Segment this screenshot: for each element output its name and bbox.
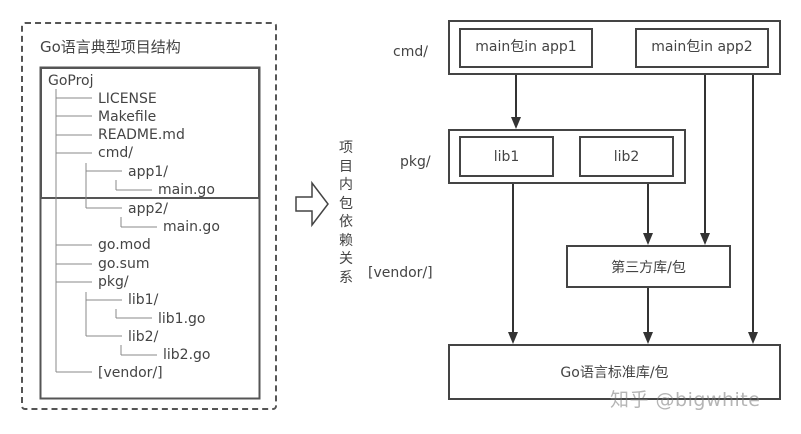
box-third-party: 第三方库/包 xyxy=(566,245,731,288)
tree-item-cmd: cmd/ xyxy=(98,145,133,161)
box-app2-label: main包in app2 xyxy=(651,39,753,55)
box-lib1: lib1 xyxy=(459,136,554,177)
layer-label-cmd: cmd/ xyxy=(393,44,428,60)
box-app1-label: main包in app1 xyxy=(475,39,577,55)
vlabel-char: 目 xyxy=(339,158,353,175)
vlabel-char: 依 xyxy=(339,214,353,230)
tree-item-gomod: go.mod xyxy=(98,237,151,253)
arrowhead xyxy=(643,233,653,245)
box-stdlib-label: Go语言标准库/包 xyxy=(560,365,669,381)
tree-item-lib2: lib2/ xyxy=(128,329,159,345)
tree-item-app2-main: main.go xyxy=(163,219,220,235)
project-structure-title: Go语言典型项目结构 xyxy=(40,38,181,56)
tree-item-gosum: go.sum xyxy=(98,256,150,272)
layer-label-vendor: [vendor/] xyxy=(368,265,433,281)
box-third-party-label: 第三方库/包 xyxy=(611,259,686,276)
box-app2: main包in app2 xyxy=(635,28,769,68)
dependency-vertical-label: 项 目 内 包 依 赖 关 系 xyxy=(338,139,354,287)
tree-item-vendor: [vendor/] xyxy=(98,365,163,381)
vlabel-char: 内 xyxy=(339,177,353,193)
tree-item-lib2-go: lib2.go xyxy=(163,347,211,363)
vlabel-char: 项 xyxy=(339,140,353,156)
tree-item-lib1: lib1/ xyxy=(128,292,159,308)
arrowhead xyxy=(748,332,758,344)
watermark: 知乎 @bigwhite xyxy=(610,389,761,411)
arrowhead xyxy=(508,332,518,344)
tree-item-makefile: Makefile xyxy=(98,109,157,125)
arrowhead xyxy=(700,233,710,245)
box-app1: main包in app1 xyxy=(459,28,593,68)
box-stdlib: Go语言标准库/包 xyxy=(448,344,781,400)
vlabel-char: 系 xyxy=(339,269,353,286)
arrowhead xyxy=(643,332,653,344)
box-lib2: lib2 xyxy=(579,136,674,177)
tree-item-pkg: pkg/ xyxy=(98,274,129,290)
project-structure-panel xyxy=(21,22,277,410)
tree-item-root: GoProj xyxy=(48,73,94,89)
vlabel-char: 关 xyxy=(339,251,353,267)
vlabel-char: 赖 xyxy=(339,232,353,249)
box-lib1-label: lib1 xyxy=(493,148,520,165)
vlabel-char: 包 xyxy=(339,195,353,212)
tree-frame-border xyxy=(39,66,261,400)
tree-item-readme: README.md xyxy=(98,127,185,143)
tree-item-app1-main: main.go xyxy=(158,182,215,198)
box-lib2-label: lib2 xyxy=(613,148,640,165)
arrowhead xyxy=(511,117,521,129)
tree-item-lib1-go: lib1.go xyxy=(158,311,206,327)
tree-item-app1: app1/ xyxy=(128,164,168,180)
right-arrow-icon xyxy=(295,180,329,228)
tree-item-app2: app2/ xyxy=(128,201,168,217)
tree-item-license: LICENSE xyxy=(98,91,157,107)
layer-label-pkg: pkg/ xyxy=(400,154,431,170)
